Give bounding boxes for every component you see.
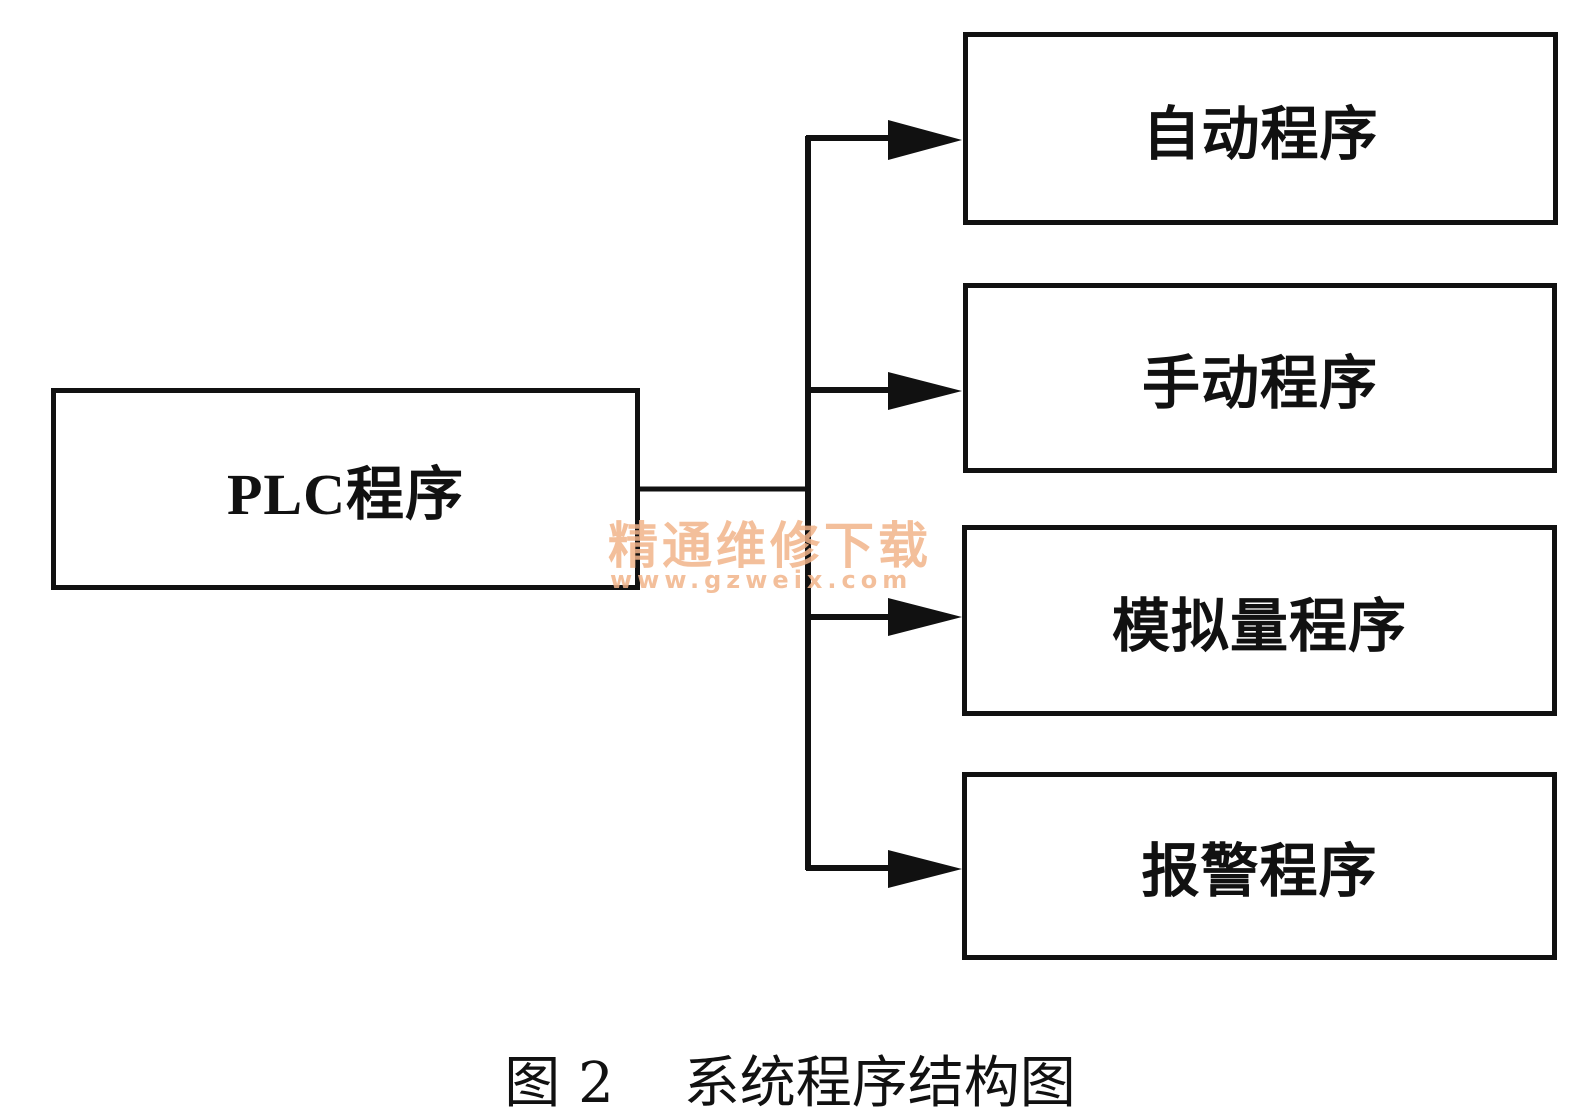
- branch-manual: [806, 372, 962, 410]
- arrowhead-auto: [888, 120, 962, 160]
- arrowhead-analog: [888, 598, 962, 636]
- alarm-program-label: 报警程序: [1141, 839, 1378, 904]
- manual-program-box: 手动程序: [963, 283, 1557, 473]
- branch-alarm: [806, 850, 962, 888]
- manual-program-label: 手动程序: [1141, 351, 1378, 416]
- branch-auto: [806, 120, 962, 160]
- watermark-url: www.gzweix.com: [610, 566, 913, 594]
- analog-program-label: 模拟量程序: [1111, 593, 1407, 659]
- auto-program-label: 自动程序: [1142, 101, 1379, 167]
- alarm-program-box: 报警程序: [962, 772, 1557, 960]
- figure-number: 图 2: [504, 1051, 614, 1116]
- arrowhead-alarm: [888, 850, 962, 888]
- plc-program-label: PLC程序: [226, 462, 464, 527]
- arrowhead-manual: [888, 372, 962, 410]
- watermark-text: 精通维修下载: [608, 517, 932, 575]
- auto-program-box: 自动程序: [963, 32, 1558, 225]
- branch-analog: [806, 598, 962, 636]
- figure-caption: 图 2 系统程序结构图: [0, 1038, 1580, 1119]
- figure-title: 系统程序结构图: [683, 1051, 1076, 1116]
- plc-program-box: PLC程序: [51, 388, 640, 590]
- analog-program-box: 模拟量程序: [962, 525, 1557, 716]
